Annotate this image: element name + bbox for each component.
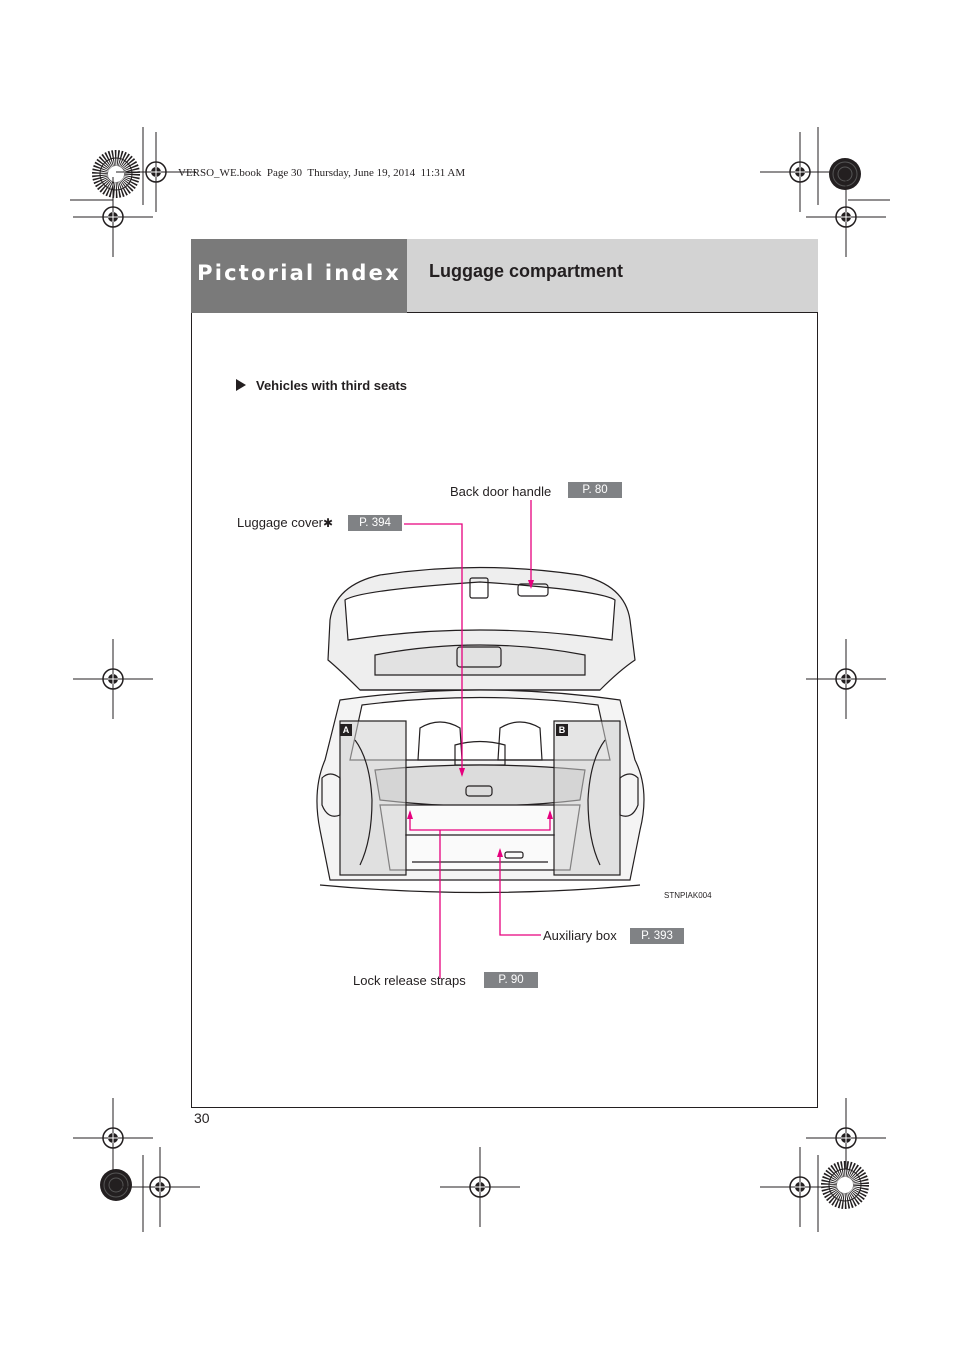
auxiliary-box-page-ref[interactable]: P. 393	[630, 928, 684, 944]
subheading: Vehicles with third seats	[236, 378, 407, 393]
triangle-bullet-icon	[236, 379, 246, 391]
luggage-cover-text: Luggage cover	[237, 515, 324, 530]
back-door-handle-label: Back door handle	[450, 484, 552, 499]
subheading-text: Vehicles with third seats	[256, 378, 407, 393]
luggage-cover-label: Luggage cover✱	[237, 515, 333, 530]
marker-a: A	[340, 724, 352, 736]
back-door-handle-page-ref[interactable]: P. 80	[568, 482, 622, 498]
page-number: 30	[194, 1110, 210, 1126]
marker-b: B	[556, 724, 568, 736]
figure-code: STNPIAK004	[664, 891, 712, 900]
luggage-cover-page-ref[interactable]: P. 394	[348, 515, 402, 531]
book-info-line: VERSO_WE.book Page 30 Thursday, June 19,…	[178, 167, 466, 179]
auxiliary-box-label: Auxiliary box	[543, 928, 617, 943]
page-title: Luggage compartment	[429, 261, 624, 281]
section-tab: Pictorial index	[191, 239, 407, 313]
lock-release-straps-page-ref[interactable]: P. 90	[484, 972, 538, 988]
lock-release-straps-label: Lock release straps	[353, 973, 466, 988]
page-title-bar: Luggage compartment	[407, 239, 818, 313]
section-title: Pictorial index	[197, 261, 401, 285]
asterisk-icon: ✱	[323, 516, 334, 530]
